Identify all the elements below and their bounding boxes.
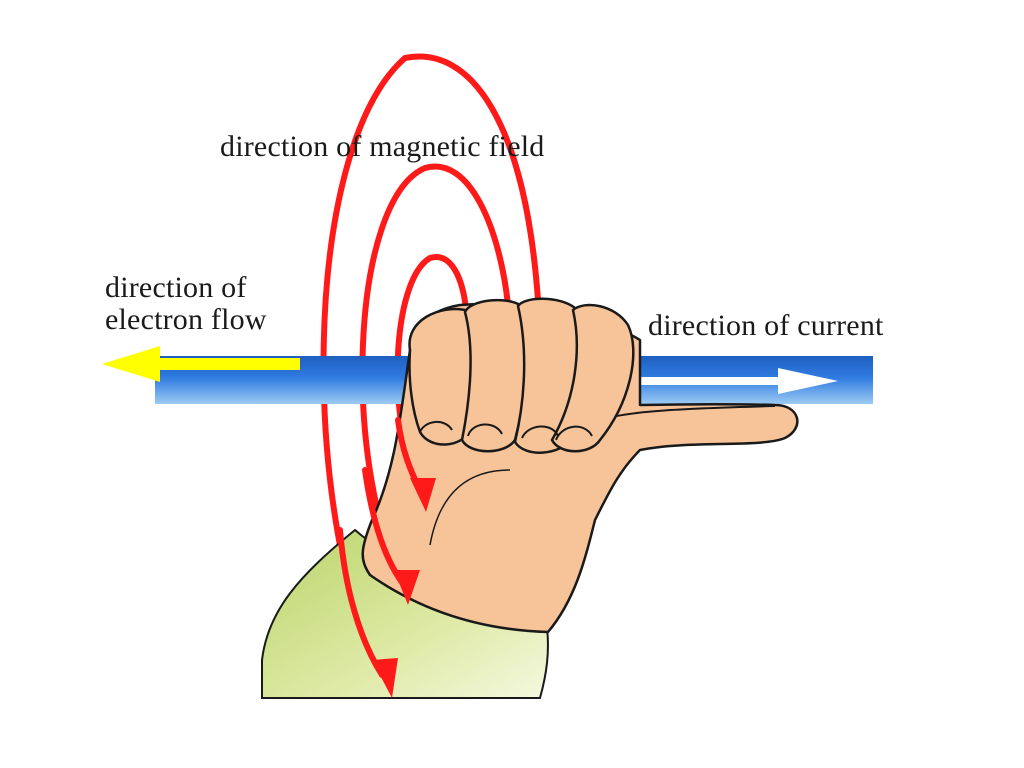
current-label: direction of current (648, 309, 884, 342)
fingernail-3 (521, 425, 559, 439)
electron-flow-label: direction of electron flow (105, 272, 267, 336)
magnetic-field-label: direction of magnetic field (220, 130, 545, 163)
field-loop-middle-back (359, 163, 511, 598)
current-arrow (595, 368, 838, 394)
magnetic-field-arrowheads (372, 478, 436, 698)
field-arrowhead-middle (394, 570, 420, 605)
field-arrowhead-inner (410, 478, 436, 512)
field-arrowhead-outer (372, 658, 398, 698)
palm-crease (429, 469, 511, 546)
fingernail-1 (419, 421, 453, 433)
fingernail-2 (467, 423, 503, 437)
electron-flow-label-line1: direction of (105, 271, 247, 304)
fingernail-4 (555, 425, 593, 441)
electron-flow-label-line2: electron flow (105, 303, 267, 336)
field-loop-outer-back (320, 53, 541, 691)
right-hand (361, 297, 799, 634)
electron-flow-arrow (102, 346, 300, 382)
finger-4 (550, 303, 635, 453)
